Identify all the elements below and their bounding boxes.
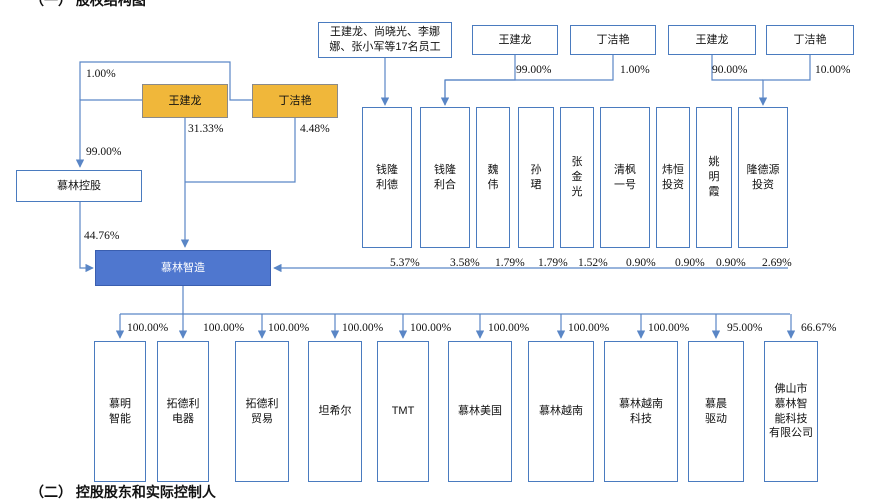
- connector-line: [758, 55, 811, 106]
- investor-pct: 0.90%: [675, 257, 705, 269]
- subsidiary-box: 慕明 智能: [94, 341, 146, 482]
- subsidiary-box: 拓德利 电器: [157, 341, 209, 482]
- wang-jianlong-main-box: 王建龙: [142, 84, 228, 118]
- investor-pct: 1.79%: [495, 257, 525, 269]
- subsidiary-box: 慕林越南: [528, 341, 594, 482]
- subsidiary-pct: 100.00%: [342, 322, 384, 334]
- investor-box: 钱隆 利德: [362, 107, 412, 248]
- investor-box: 钱隆 利合: [420, 107, 470, 248]
- investor-pct: 2.69%: [762, 257, 792, 269]
- pct-ding-b: 10.00%: [815, 64, 851, 76]
- pct-holding-bottom: 99.00%: [86, 146, 122, 158]
- wang-jianlong-box-b: 王建龙: [668, 25, 756, 55]
- connector-line: [79, 202, 94, 273]
- subsidiary-pct: 100.00%: [410, 322, 452, 334]
- subsidiary-pct: 95.00%: [727, 322, 763, 334]
- staff-group-box: 王建龙、尚晓光、李娜 娜、张小军等17名员工: [318, 22, 452, 58]
- investor-pct: 0.90%: [626, 257, 656, 269]
- mulin-zhizao-main-box: 慕林智造: [95, 250, 271, 286]
- subsidiary-pct: 100.00%: [127, 322, 169, 334]
- investor-pct: 0.90%: [716, 257, 746, 269]
- subsidiary-pct: 100.00%: [488, 322, 530, 334]
- mulin-holding-box: 慕林控股: [16, 170, 142, 202]
- investor-box: 张 金 光: [560, 107, 594, 248]
- pct-wang-a: 99.00%: [516, 64, 552, 76]
- pct-ding-main: 4.48%: [300, 123, 330, 135]
- investor-box: 隆德源 投资: [738, 107, 788, 248]
- subsidiary-pct: 100.00%: [568, 322, 610, 334]
- wang-jianlong-box-a: 王建龙: [472, 25, 558, 55]
- subsidiary-pct: 100.00%: [203, 322, 245, 334]
- connector-line: [79, 61, 252, 101]
- connector-line: [185, 118, 296, 183]
- pct-holding-to-main: 44.76%: [84, 230, 120, 242]
- subsidiary-box: 慕林美国: [448, 341, 512, 482]
- subsidiary-box: 拓德利 贸易: [235, 341, 289, 482]
- ding-jieyan-box-b: 丁洁艳: [766, 25, 854, 55]
- subsidiary-box: 佛山市 慕林智 能科技 有限公司: [764, 341, 818, 482]
- connector-line: [445, 55, 614, 81]
- subsidiary-pct: 100.00%: [268, 322, 310, 334]
- ding-jieyan-main-box: 丁洁艳: [252, 84, 338, 118]
- investor-pct: 1.52%: [578, 257, 608, 269]
- pct-holding-top: 1.00%: [86, 68, 116, 80]
- section-heading-structure: （一） 股权结构图: [30, 0, 146, 8]
- pct-wang-main: 31.33%: [188, 123, 224, 135]
- subsidiary-box: 慕晨 驱动: [688, 341, 744, 482]
- ding-jieyan-box-a: 丁洁艳: [570, 25, 656, 55]
- subsidiary-box: 坦希尔: [308, 341, 362, 482]
- investor-pct: 1.79%: [538, 257, 568, 269]
- connector-line: [711, 55, 763, 81]
- subsidiary-pct: 100.00%: [648, 322, 690, 334]
- investor-pct: 5.37%: [390, 257, 420, 269]
- investor-box: 孙 珺: [518, 107, 554, 248]
- investor-pct: 3.58%: [450, 257, 480, 269]
- pct-wang-b: 90.00%: [712, 64, 748, 76]
- investor-box: 魏 伟: [476, 107, 510, 248]
- pct-ding-a: 1.00%: [620, 64, 650, 76]
- subsidiary-pct: 66.67%: [801, 322, 837, 334]
- subsidiary-box: 慕林越南 科技: [604, 341, 678, 482]
- investor-box: 炜恒 投资: [656, 107, 690, 248]
- subsidiary-box: TMT: [377, 341, 429, 482]
- section-heading-controller: （二） 控股股东和实际控制人: [30, 484, 216, 500]
- investor-box: 姚 明 霞: [696, 107, 732, 248]
- investor-box: 清枫 一号: [600, 107, 650, 248]
